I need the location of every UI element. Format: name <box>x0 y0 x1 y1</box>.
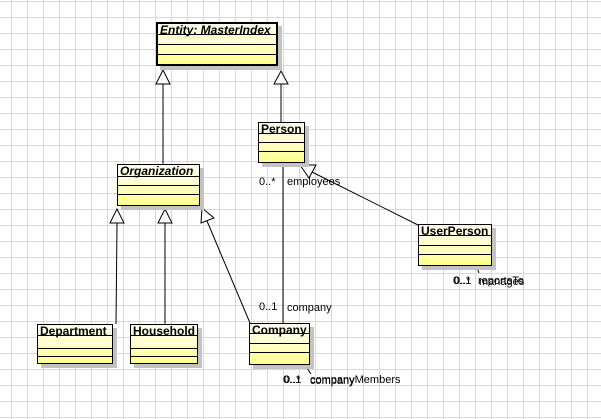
generalization-company-organization-line[interactable] <box>206 220 251 324</box>
class-operations-compartment <box>131 349 197 357</box>
generalization-household-organization-arrowhead-icon[interactable] <box>157 207 173 224</box>
generalization-organization-entity-arrowhead-icon[interactable] <box>155 68 171 85</box>
class-attributes-compartment <box>419 236 491 246</box>
class-attributes-compartment <box>38 336 112 349</box>
association-userperson-self-stub-line[interactable] <box>476 267 480 274</box>
role-company-self[interactable]: company <box>310 375 355 387</box>
generalization-company-organization-arrowhead-icon[interactable] <box>200 206 215 224</box>
generalization-person-entity-arrowhead-icon[interactable] <box>273 69 289 85</box>
generalization-userperson-person-line[interactable] <box>311 171 419 226</box>
class-title-userperson: UserPerson <box>419 225 491 237</box>
class-attributes-compartment <box>158 35 276 45</box>
class-operations-compartment <box>38 349 112 357</box>
class-attributes-compartment <box>250 334 309 344</box>
class-box-entity-masterindex[interactable]: Entity: MasterIndex <box>156 22 278 66</box>
class-title-company: Company <box>250 324 309 336</box>
role-employees[interactable]: employees <box>287 176 341 188</box>
class-box-userperson[interactable]: UserPerson <box>418 224 492 266</box>
class-operations-compartment <box>118 186 199 195</box>
class-attributes-compartment <box>118 177 199 186</box>
class-operations-compartment <box>250 344 309 353</box>
association-company-self-stub-line[interactable] <box>306 367 312 375</box>
multiplicity-reportsto[interactable]: 0..1 <box>453 275 472 287</box>
class-extra-compartment <box>158 55 276 64</box>
class-extra-compartment <box>259 152 304 162</box>
class-attributes-compartment <box>259 134 304 143</box>
class-extra-compartment <box>118 195 199 205</box>
class-extra-compartment <box>131 357 197 363</box>
class-operations-compartment <box>158 45 276 55</box>
multiplicity-company-self[interactable]: 0..1 <box>283 374 302 386</box>
class-title-person: Person <box>259 123 304 135</box>
multiplicity-company[interactable]: 0..1 <box>259 301 278 313</box>
generalization-userperson-person-arrowhead-icon[interactable] <box>299 164 317 179</box>
class-box-person[interactable]: Person <box>258 122 305 163</box>
role-reportsto[interactable]: reportsTo <box>478 275 524 287</box>
class-attributes-compartment <box>131 336 197 349</box>
class-extra-compartment <box>250 353 309 364</box>
class-operations-compartment <box>419 246 491 255</box>
role-manages[interactable]: manages <box>479 276 525 288</box>
class-box-household[interactable]: Household <box>130 324 198 364</box>
class-title-department: Department <box>38 325 112 337</box>
multiplicity-manages[interactable]: 0..* <box>454 275 471 287</box>
generalization-department-organization-line[interactable] <box>115 222 118 325</box>
generalization-department-organization-arrowhead-icon[interactable] <box>109 207 125 224</box>
class-title-organization: Organization <box>118 165 199 177</box>
class-operations-compartment <box>259 143 304 152</box>
class-box-company[interactable]: Company <box>249 323 310 365</box>
role-companymembers[interactable]: companyMembers <box>310 374 401 386</box>
class-title-household: Household <box>131 324 197 338</box>
class-box-organization[interactable]: Organization <box>117 164 200 206</box>
class-extra-compartment <box>419 255 491 265</box>
class-extra-compartment <box>38 357 112 363</box>
class-title-entity-masterindex: Entity: MasterIndex <box>158 24 276 36</box>
multiplicity-companymembers[interactable]: 0..* <box>284 374 301 386</box>
role-company[interactable]: company <box>287 302 332 314</box>
class-box-department[interactable]: Department <box>37 324 113 364</box>
multiplicity-employees[interactable]: 0..* <box>259 176 276 188</box>
